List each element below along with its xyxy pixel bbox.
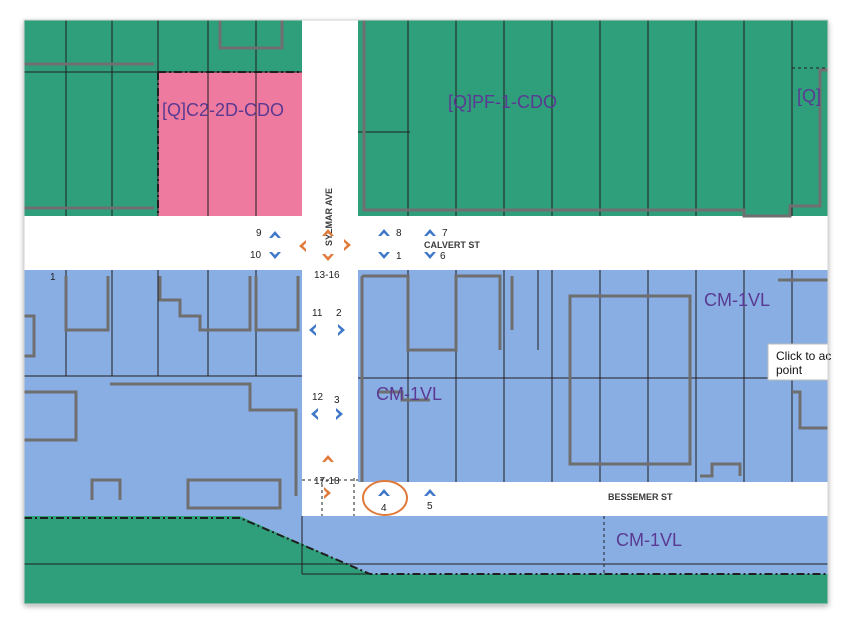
lot-number-label: 1 xyxy=(50,272,56,283)
arrow-down-icon[interactable] xyxy=(269,252,281,259)
arrow-up-icon[interactable] xyxy=(424,489,436,496)
arrow-down-icon[interactable] xyxy=(322,254,334,261)
zone-label-c2: [Q]C2-2D-CDO xyxy=(162,100,284,120)
marker-label-8: 8 xyxy=(396,228,402,239)
arrow-right-icon[interactable] xyxy=(324,487,331,499)
arrow-down-icon[interactable] xyxy=(424,252,436,259)
street-label-sylmar: SYLMAR AVE xyxy=(324,188,334,246)
marker-label-7: 7 xyxy=(442,228,448,239)
zone-label-cm-south: CM-1VL xyxy=(616,530,682,550)
marker-label-4: 4 xyxy=(381,503,387,514)
marker-label-10: 10 xyxy=(250,250,262,261)
arrow-left-icon[interactable] xyxy=(311,408,318,420)
east-cm-block xyxy=(358,270,828,482)
marker-label-12: 12 xyxy=(312,392,324,403)
arrow-up-icon[interactable] xyxy=(322,229,334,236)
marker-label-6: 6 xyxy=(440,251,446,262)
arrow-right-icon[interactable] xyxy=(338,324,345,336)
zone-label-pf-clipped: [Q] xyxy=(797,86,821,106)
arrow-up-icon[interactable] xyxy=(378,229,390,236)
street-label-bessemer: BESSEMER ST xyxy=(608,492,673,502)
green-zone-ne xyxy=(358,20,828,216)
tooltip-line-2: point xyxy=(776,363,803,377)
marker-label-11: 11 xyxy=(312,308,323,319)
northwest-block xyxy=(24,20,302,216)
zone-label-cm-east: CM-1VL xyxy=(704,290,770,310)
tooltip-line-1: Click to ac xyxy=(776,349,831,363)
arrow-up-icon[interactable] xyxy=(378,489,390,496)
add-point-tooltip[interactable]: Click to ac point xyxy=(767,343,831,381)
arrow-left-icon[interactable] xyxy=(309,324,316,336)
marker-label-1: 1 xyxy=(396,251,402,262)
arrow-right-icon[interactable] xyxy=(336,408,343,420)
marker-label-2: 2 xyxy=(336,308,342,319)
arrow-up-icon[interactable] xyxy=(269,231,281,238)
street-label-calvert: CALVERT ST xyxy=(424,240,480,250)
marker-label-17-18: 17-18 xyxy=(314,476,340,487)
northeast-block xyxy=(358,20,828,218)
green-zone-south xyxy=(24,516,828,604)
pink-zone-c2 xyxy=(158,72,302,216)
zone-label-cm-center: CM-1VL xyxy=(376,384,442,404)
highlight-circle xyxy=(362,480,408,516)
blue-zone-south xyxy=(240,516,828,574)
marker-label-3: 3 xyxy=(334,395,340,406)
west-cm-block xyxy=(24,270,358,516)
marker-label-13-16: 13-16 xyxy=(314,270,340,281)
arrow-right-icon[interactable] xyxy=(344,239,351,251)
map-border xyxy=(23,19,829,605)
arrow-left-icon[interactable] xyxy=(299,240,306,252)
arrow-up-icon[interactable] xyxy=(424,229,436,236)
arrow-up-icon[interactable] xyxy=(322,455,334,462)
south-block xyxy=(24,516,828,604)
blue-zone-east xyxy=(358,270,828,482)
arrow-down-icon[interactable] xyxy=(378,252,390,259)
marker-label-9: 9 xyxy=(256,228,262,239)
marker-label-5: 5 xyxy=(427,501,433,512)
zone-label-pf: [Q]PF-1-CDO xyxy=(448,92,557,112)
